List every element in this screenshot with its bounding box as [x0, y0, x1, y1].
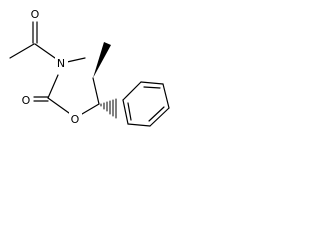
atom-o-bottom: O: [20, 92, 33, 107]
atom-o-top: O: [29, 7, 41, 21]
bond-carbonyl-nitrogen: [34, 43, 56, 59]
oxazolidinone-ring: [33, 57, 100, 115]
bond-c5-c4: [92, 77, 100, 105]
atom-label-o-bottom: O: [22, 94, 31, 107]
atom-label-o-top: O: [31, 8, 40, 21]
bond-methyl-carbonyl: [9, 43, 35, 59]
atom-o-ring: O: [69, 111, 82, 126]
bond-nitrogen-c4: [66, 57, 86, 63]
structure-diagram: O N O O: [9, 7, 170, 127]
atom-label-o-ring: O: [71, 113, 80, 126]
atom-label-n: N: [57, 57, 65, 70]
atom-n: N: [55, 55, 68, 70]
phenyl-ring: [122, 81, 170, 127]
acetyl-group: [9, 21, 56, 59]
bond-ring-oxygen-c5: [81, 103, 100, 115]
wedge-bond-methyl: [93, 42, 111, 78]
hashed-bond-phenyl: [100, 98, 117, 119]
bond-c2-ring-oxygen: [47, 97, 70, 114]
bond-nitrogen-c2: [47, 74, 59, 99]
